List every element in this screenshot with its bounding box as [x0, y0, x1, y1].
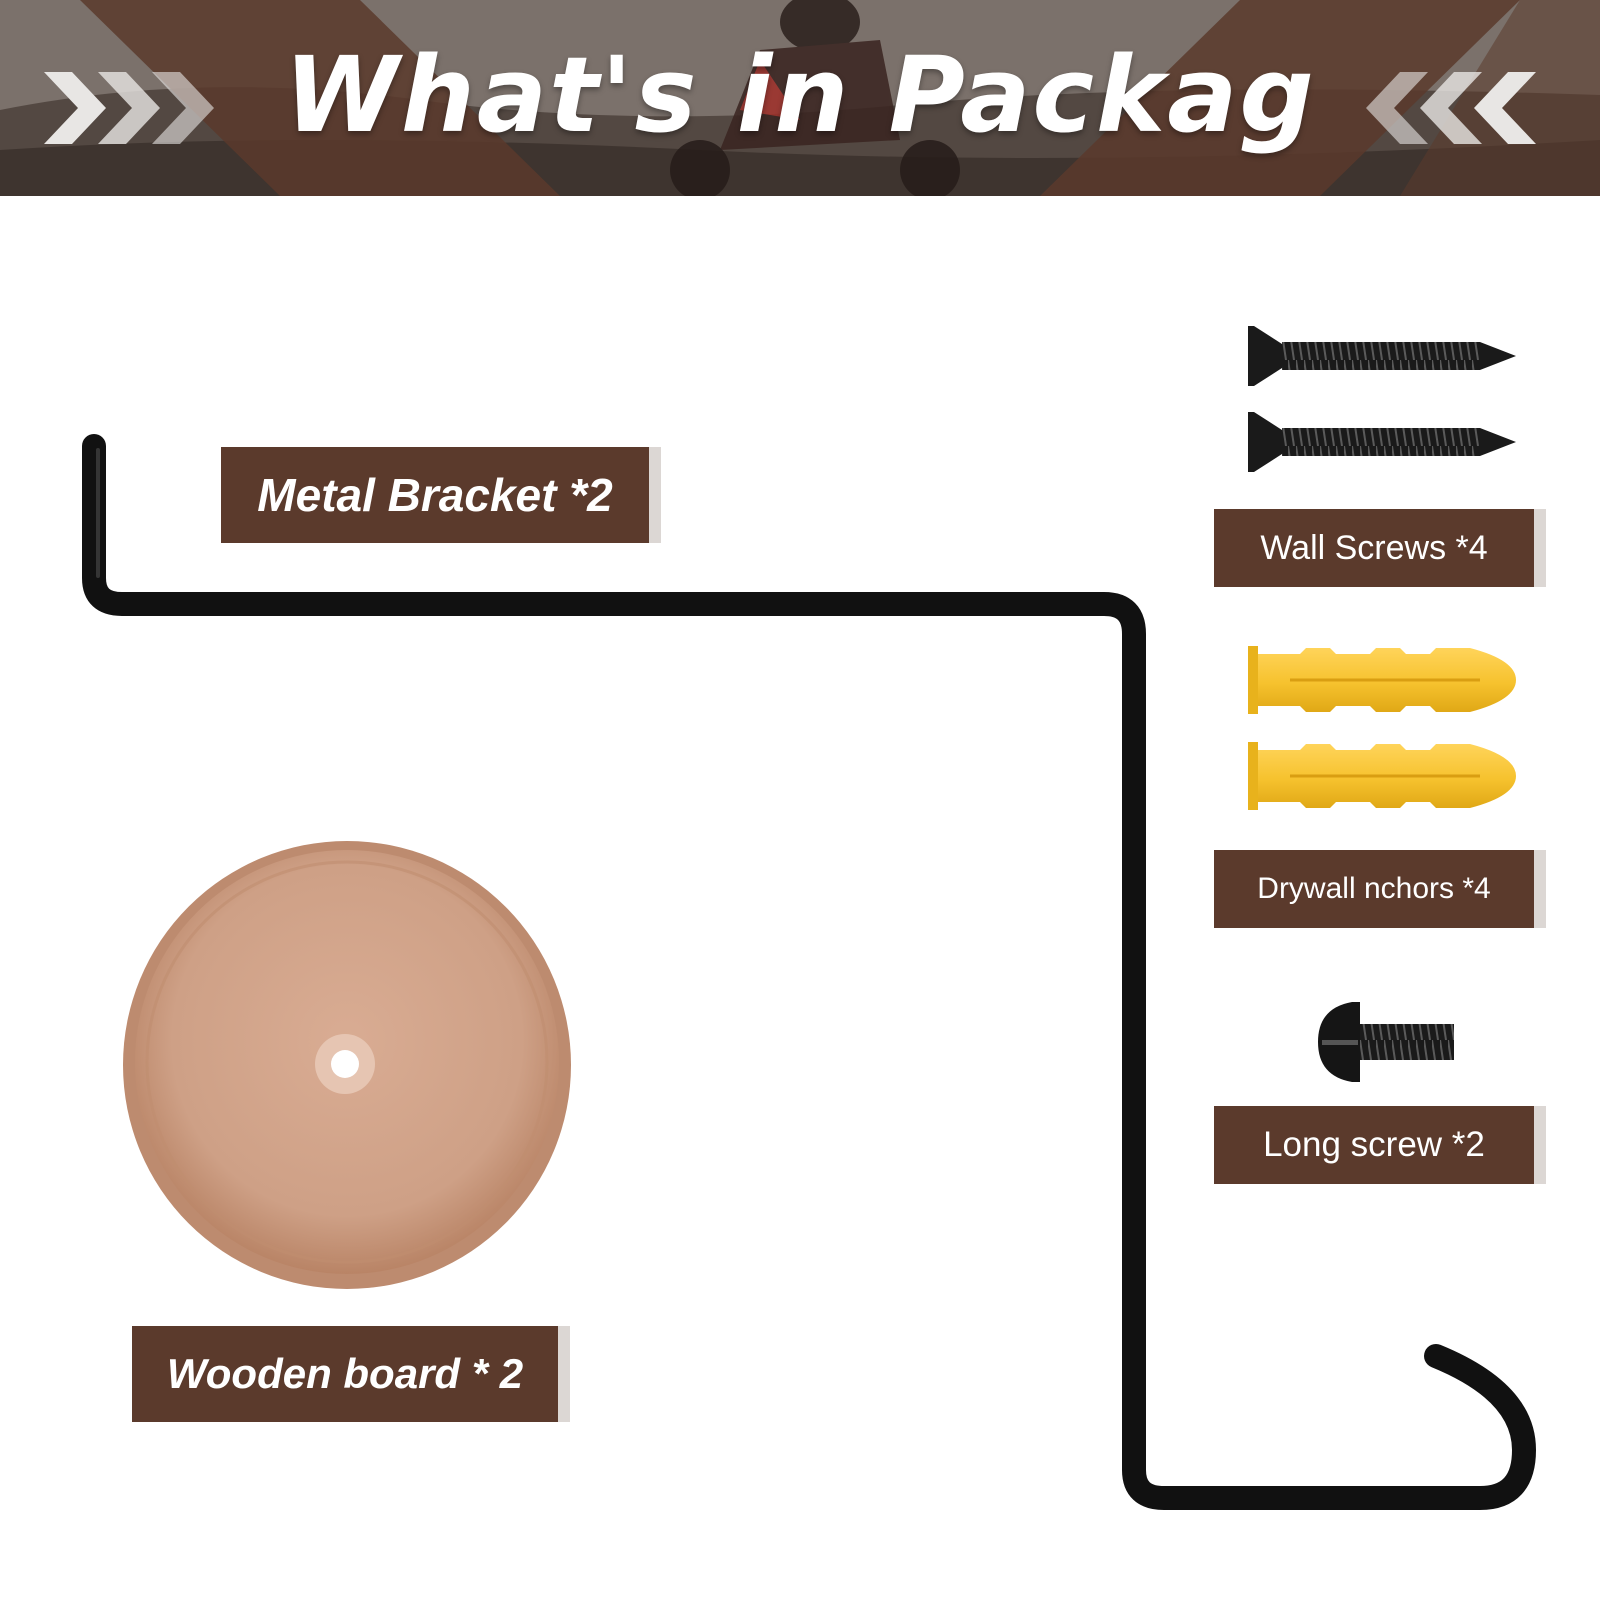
metal-bracket-label: Metal Bracket *2	[221, 447, 649, 543]
chevron-right-icon	[44, 72, 214, 144]
chevron-left-icon	[1366, 72, 1536, 144]
long-screw-label: Long screw *2	[1214, 1106, 1534, 1184]
wall-screw	[1248, 412, 1516, 472]
wooden-board	[123, 841, 571, 1289]
rider-silhouette	[670, 0, 960, 196]
wall-screw	[1248, 326, 1516, 386]
drywall-anchor	[1248, 646, 1516, 714]
long-screw	[1318, 1002, 1454, 1082]
drywall-anchor	[1248, 742, 1516, 810]
metal-bracket	[82, 434, 1536, 1510]
header-banner: What's in Packag	[0, 0, 1600, 196]
page-title: What's in Packag	[284, 34, 1316, 156]
wall-screws-label: Wall Screws *4	[1214, 509, 1534, 587]
wooden-board-label: Wooden board * 2	[132, 1326, 558, 1422]
drywall-anchors-label: Drywall nchors *4	[1214, 850, 1534, 928]
